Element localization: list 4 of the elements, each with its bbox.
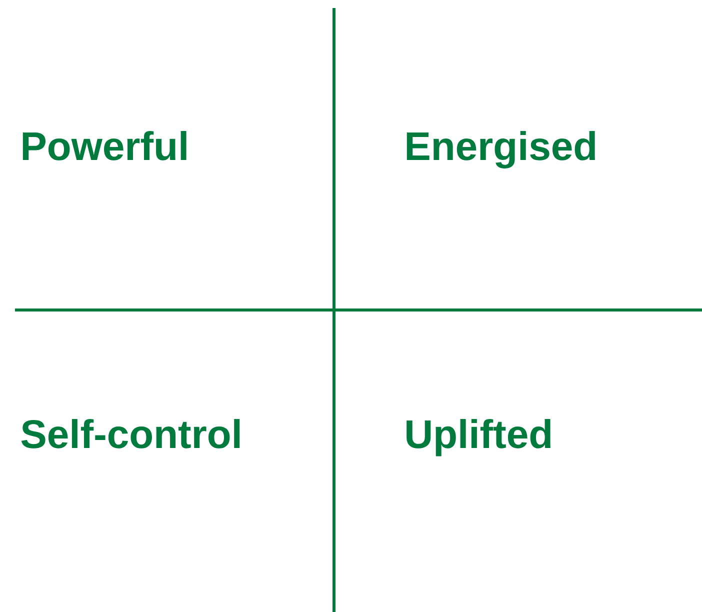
quadrant-label: Self-control	[21, 419, 240, 448]
quadrant-label: Powerful	[22, 131, 186, 160]
quadrant-label: Energised	[406, 131, 595, 168]
quadrant-label: Uplifted	[406, 419, 550, 456]
